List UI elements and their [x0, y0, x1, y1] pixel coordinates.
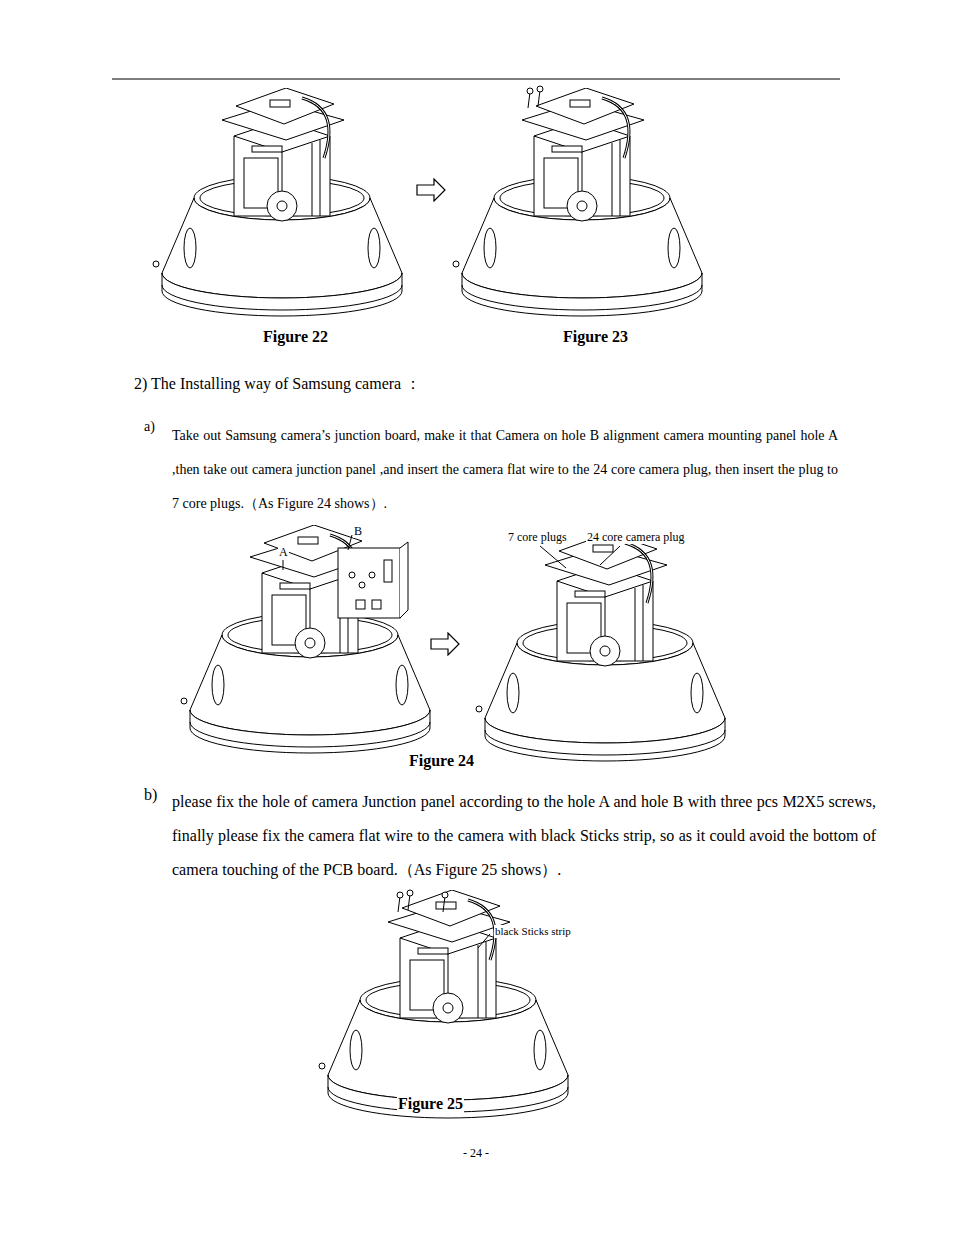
part-label: black Sticks strip	[494, 925, 572, 938]
figure-caption: Figure 22	[262, 327, 329, 346]
section-heading: 2) The Installing way of Samsung camera …	[133, 374, 422, 393]
figure-caption: Figure 25	[397, 1094, 464, 1113]
instruction-paragraph: Take out Samsung camera’s junction board…	[172, 419, 838, 521]
list-marker: a)	[143, 419, 156, 436]
page-number: - 24 -	[462, 1146, 490, 1160]
figure-caption: Figure 23	[562, 327, 629, 346]
hole-label: A	[278, 545, 289, 559]
figure-caption: Figure 24	[408, 751, 475, 770]
part-label: 7 core plugs	[507, 530, 568, 544]
instruction-paragraph: please fix the hole of camera Junction p…	[172, 785, 876, 887]
hole-label: B	[353, 524, 363, 538]
list-marker: b)	[143, 785, 158, 804]
part-label: 24 core camera plug	[586, 530, 686, 544]
